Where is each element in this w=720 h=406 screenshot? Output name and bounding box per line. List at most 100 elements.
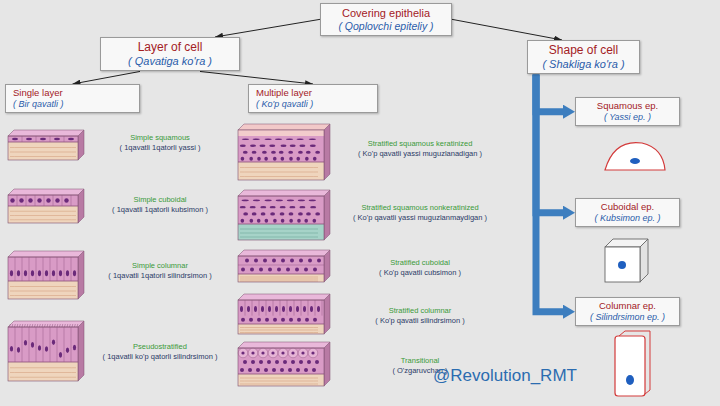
cell-nucleus xyxy=(40,138,46,141)
bus-arrow xyxy=(536,74,565,212)
cell-nucleus xyxy=(313,219,317,223)
tissue-top xyxy=(8,189,84,195)
box-subtitle: ( Ko'p qavatli ) xyxy=(256,99,370,109)
cell-nucleus xyxy=(31,270,34,276)
epithelium xyxy=(238,130,324,162)
cell-nucleus xyxy=(288,151,293,154)
connective-fiber xyxy=(10,219,76,220)
cell-nucleus xyxy=(251,360,255,364)
cell-border xyxy=(26,195,27,206)
cilium xyxy=(32,324,34,327)
connector-arrow xyxy=(200,71,313,84)
connective-fiber xyxy=(10,286,76,287)
box-subtitle: ( Shakliga ko'ra ) xyxy=(535,58,632,71)
cell-nucleus xyxy=(317,306,320,312)
basement-membrane xyxy=(8,206,78,207)
cell-nucleus xyxy=(280,206,286,208)
cell-nucleus xyxy=(250,145,256,147)
cell-border xyxy=(43,257,44,281)
connective-fiber xyxy=(240,237,318,238)
cilium xyxy=(59,324,61,327)
cell-border xyxy=(15,257,16,281)
tissue-outline xyxy=(238,130,324,180)
cell-nucleus xyxy=(299,360,303,364)
cell-nucleus xyxy=(288,368,292,372)
cell-nucleus xyxy=(304,268,308,272)
box-subtitle: ( Qavatiga ko'ra ) xyxy=(108,55,232,68)
cell-nucleus xyxy=(253,138,260,140)
connective-fiber xyxy=(240,330,318,331)
cell-nucleus xyxy=(241,219,245,223)
cell-border xyxy=(17,195,18,206)
cell-nucleus xyxy=(59,270,62,276)
tissue-illustration xyxy=(8,251,84,299)
connective-fiber xyxy=(240,332,318,333)
cell-nucleus xyxy=(240,206,246,208)
cell-nucleus xyxy=(241,157,245,161)
cell-border xyxy=(238,265,324,266)
connective-tissue xyxy=(8,281,78,299)
cell-nucleus xyxy=(307,360,311,364)
columnar-cell-icon xyxy=(615,336,645,396)
cell-nucleus xyxy=(269,145,275,147)
cell-nucleus xyxy=(267,360,271,364)
tissue-name-uz: ( 1qavatli 1qatorli silindrsimon ) xyxy=(108,272,211,281)
cell-nucleus xyxy=(45,346,48,352)
cell-border xyxy=(308,300,309,316)
cell-nucleus xyxy=(289,306,292,312)
tissue-name-uz: ( Ko'p qavatli cubsimon ) xyxy=(379,269,461,278)
cell-nucleus xyxy=(259,360,263,364)
cell-nucleus xyxy=(249,318,253,322)
cell-nucleus xyxy=(10,270,13,276)
cell-border xyxy=(71,195,72,206)
connective-fiber xyxy=(10,372,76,373)
cell-nucleus xyxy=(271,351,274,354)
cell-nucleus xyxy=(264,157,268,161)
cell-nucleus xyxy=(280,368,284,372)
cell-border xyxy=(62,195,63,206)
cell-nucleus xyxy=(297,138,304,140)
cell-border xyxy=(53,195,54,206)
cell-nucleus xyxy=(260,206,266,208)
cell-nucleus xyxy=(296,306,299,312)
cell-nucleus xyxy=(295,268,299,272)
tissue-outline xyxy=(8,136,78,160)
cell-nucleus xyxy=(31,342,34,348)
connector-arrow xyxy=(452,19,562,40)
connective-fiber xyxy=(10,211,76,212)
cell-nucleus xyxy=(26,138,32,141)
cell-nucleus xyxy=(247,306,250,312)
cell-border xyxy=(64,327,65,362)
cell-nucleus xyxy=(12,138,18,141)
cell-nucleus xyxy=(270,206,276,208)
category-box: Layer of cell( Qavatiga ko'ra ) xyxy=(100,37,240,71)
cell-nucleus xyxy=(313,157,317,161)
cell-nucleus xyxy=(308,259,312,263)
tissue-illustration xyxy=(8,321,84,381)
cell-nucleus xyxy=(281,259,285,263)
cell-border xyxy=(29,327,30,362)
cell-nucleus xyxy=(241,318,245,322)
cell-nucleus xyxy=(289,212,294,215)
tissue-name-uz: ( Ko'p qavatli yassi muguzlanmaydigan ) xyxy=(353,214,487,223)
cell-border xyxy=(36,136,37,142)
cell-nucleus xyxy=(310,306,313,312)
cell-nucleus xyxy=(289,157,293,161)
cell-nucleus xyxy=(290,259,294,263)
cell-border xyxy=(273,300,274,316)
cell-nucleus xyxy=(59,352,62,358)
cell-nucleus xyxy=(252,151,257,154)
cilium xyxy=(19,324,21,327)
cell-nucleus xyxy=(297,318,301,322)
columnar-cell-icon xyxy=(619,331,650,394)
tissue-top xyxy=(8,130,84,136)
cell-border xyxy=(64,257,65,281)
cell-nucleus xyxy=(38,270,41,276)
cell-nucleus xyxy=(55,198,59,202)
cilium xyxy=(74,324,76,327)
cell-nucleus xyxy=(290,145,296,147)
cell-nucleus xyxy=(241,268,245,272)
cilium xyxy=(67,324,69,327)
cilium xyxy=(14,324,16,327)
cell-nucleus xyxy=(280,145,286,147)
